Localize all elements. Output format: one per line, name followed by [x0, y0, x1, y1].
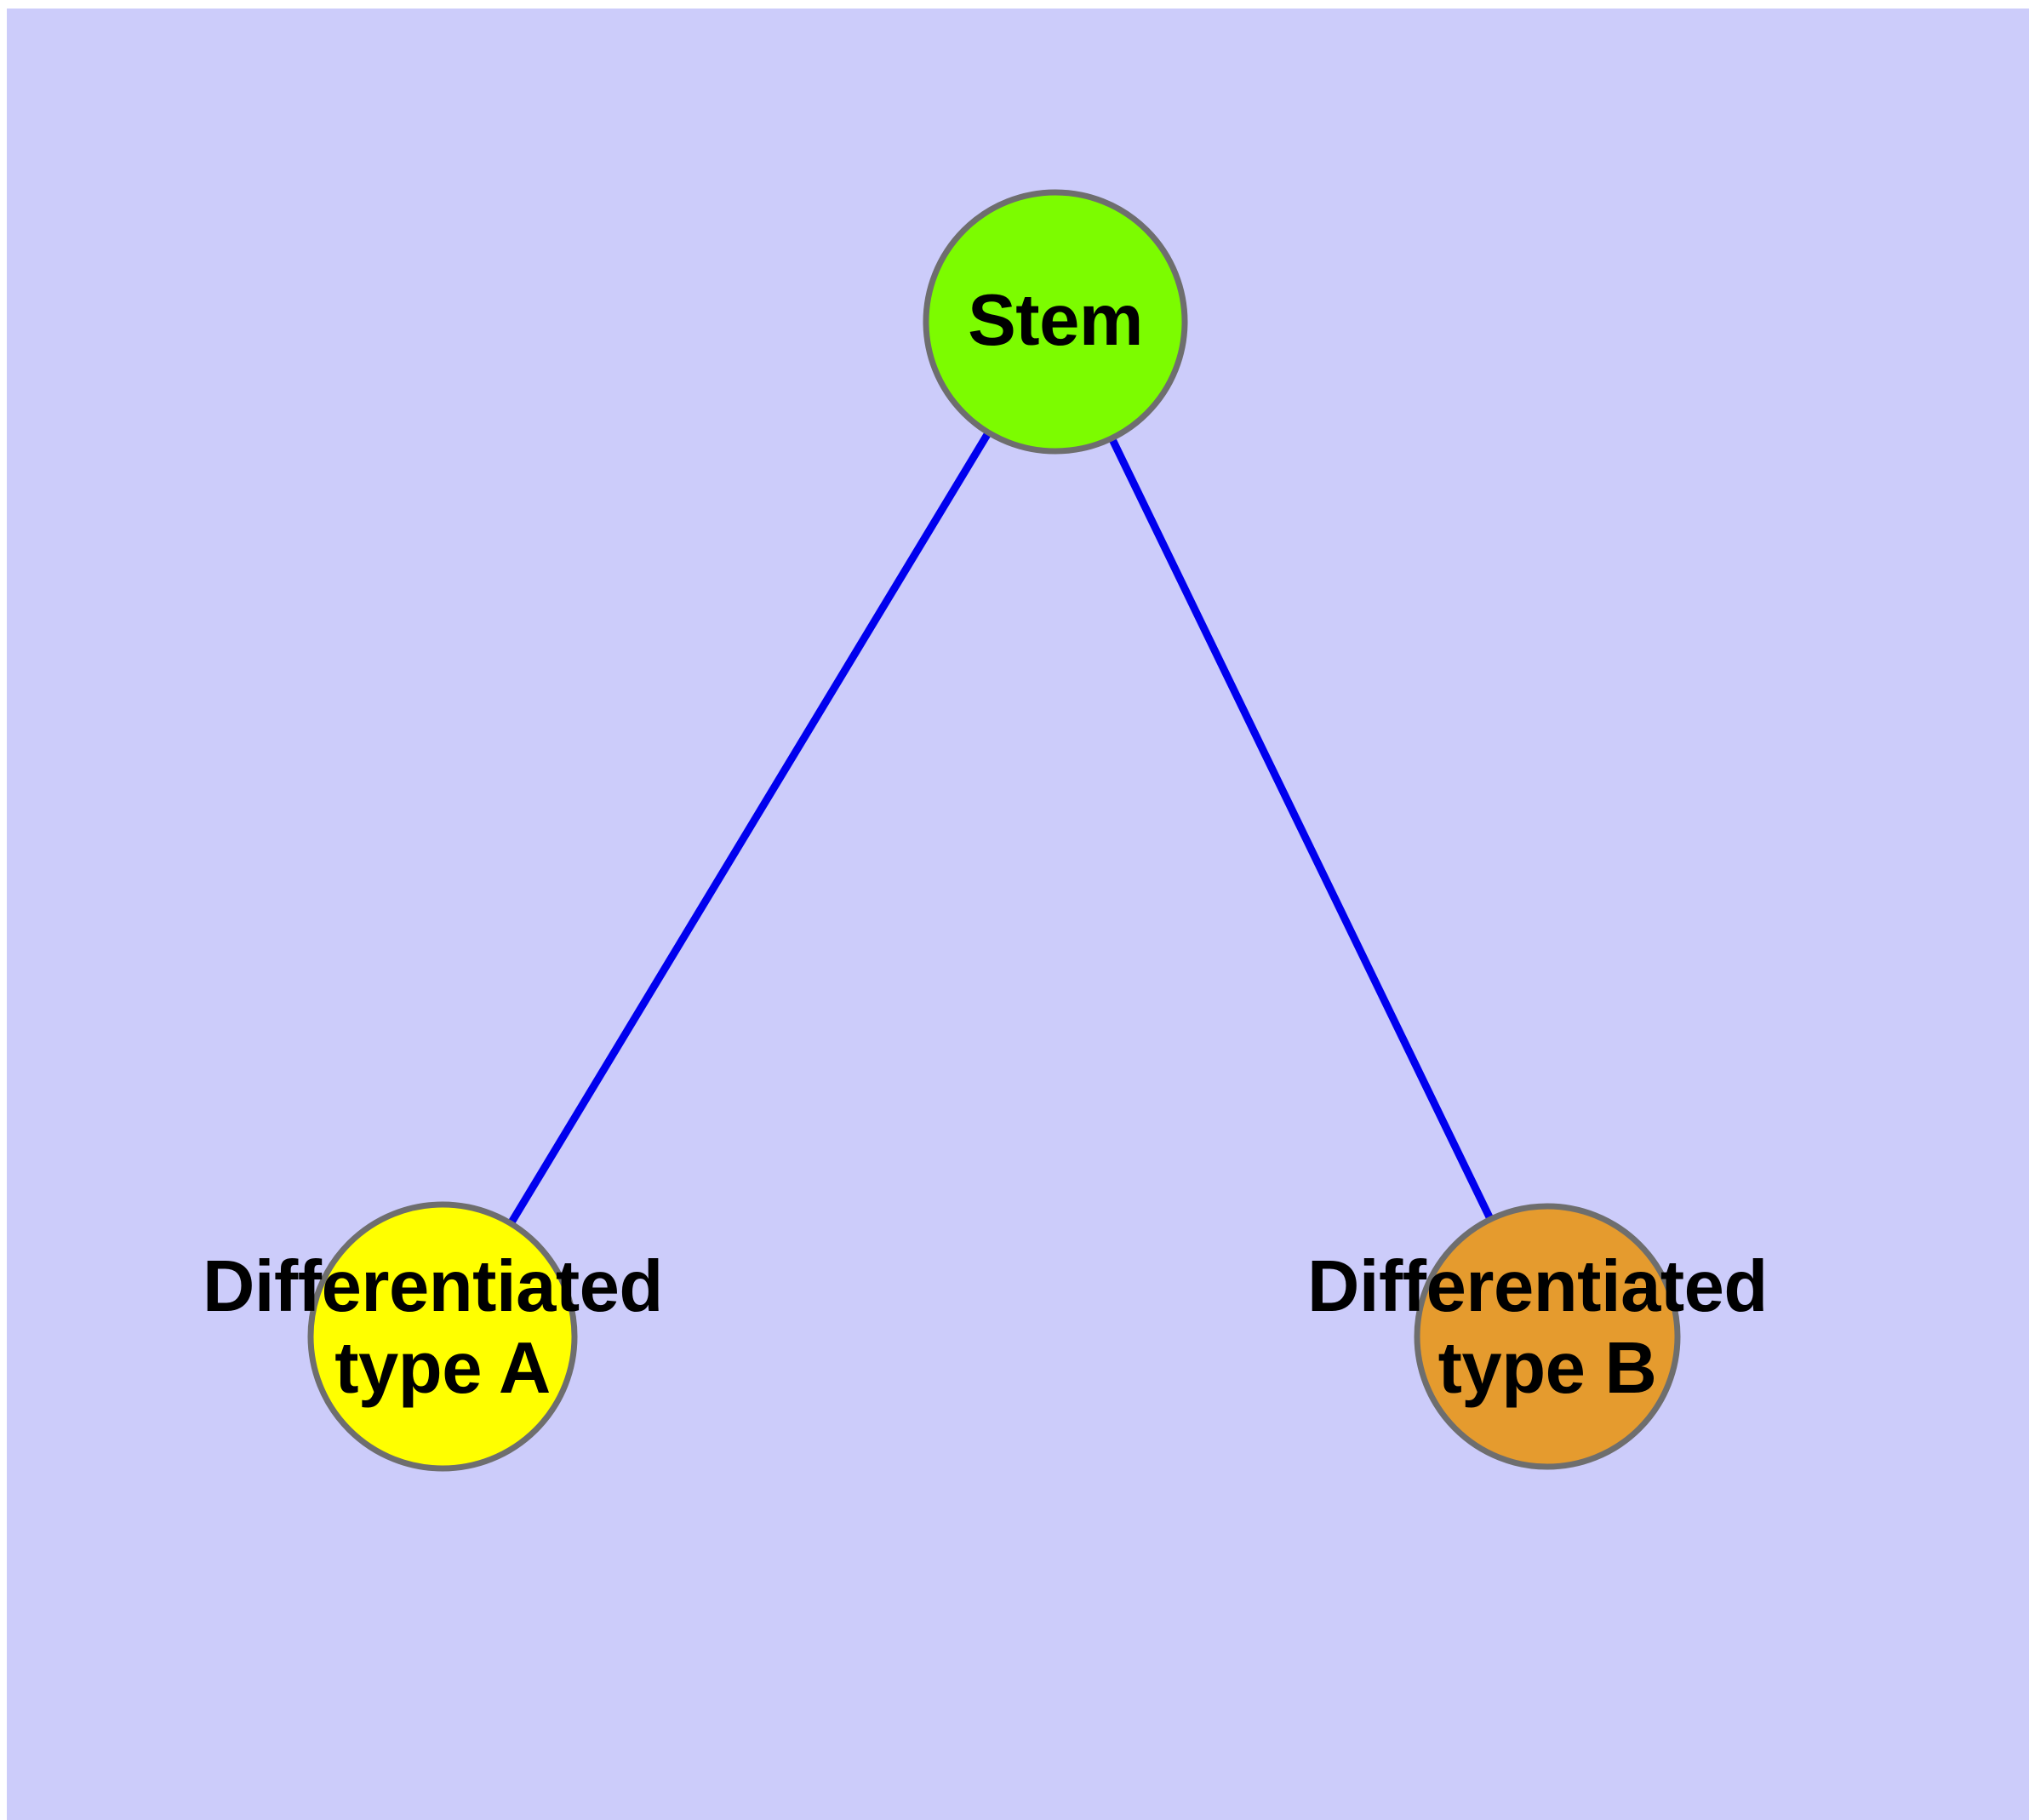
node-differentiated-type-a-label-line-2: type A	[334, 1328, 551, 1409]
node-differentiated-type-a-label: Differentiated type A	[203, 1246, 683, 1409]
node-differentiated-type-a[interactable]	[307, 1201, 578, 1472]
node-differentiated-type-b[interactable]	[1414, 1203, 1681, 1470]
node-differentiated-type-b-circle[interactable]	[1414, 1203, 1681, 1470]
label-layer: Stem Differentiated type A Differentiate…	[203, 280, 1787, 1409]
node-differentiated-type-b-label-line-2: type B	[1438, 1328, 1657, 1409]
edge-stem-to-differentiated-type-b[interactable]	[1051, 320, 1552, 1338]
edge-layer	[439, 319, 1552, 1339]
node-differentiated-type-a-circle[interactable]	[307, 1201, 578, 1472]
edge-stem-to-differentiated-type-a[interactable]	[439, 319, 1059, 1339]
node-stem-circle[interactable]	[923, 189, 1188, 455]
node-stem-label: Stem	[968, 280, 1143, 361]
node-differentiated-type-b-label-line-1: Differentiated	[1307, 1246, 1768, 1327]
node-differentiated-type-b-label: Differentiated type B	[1307, 1246, 1787, 1409]
node-stem-label-line-1: Stem	[968, 280, 1143, 361]
node-layer	[307, 189, 1681, 1472]
node-stem[interactable]	[923, 189, 1188, 455]
node-differentiated-type-a-label-line-1: Differentiated	[203, 1246, 663, 1327]
node-link-graph: Stem Differentiated type A Differentiate…	[203, 189, 1787, 1472]
diagram-canvas: Stem Differentiated type A Differentiate…	[7, 9, 2029, 1820]
